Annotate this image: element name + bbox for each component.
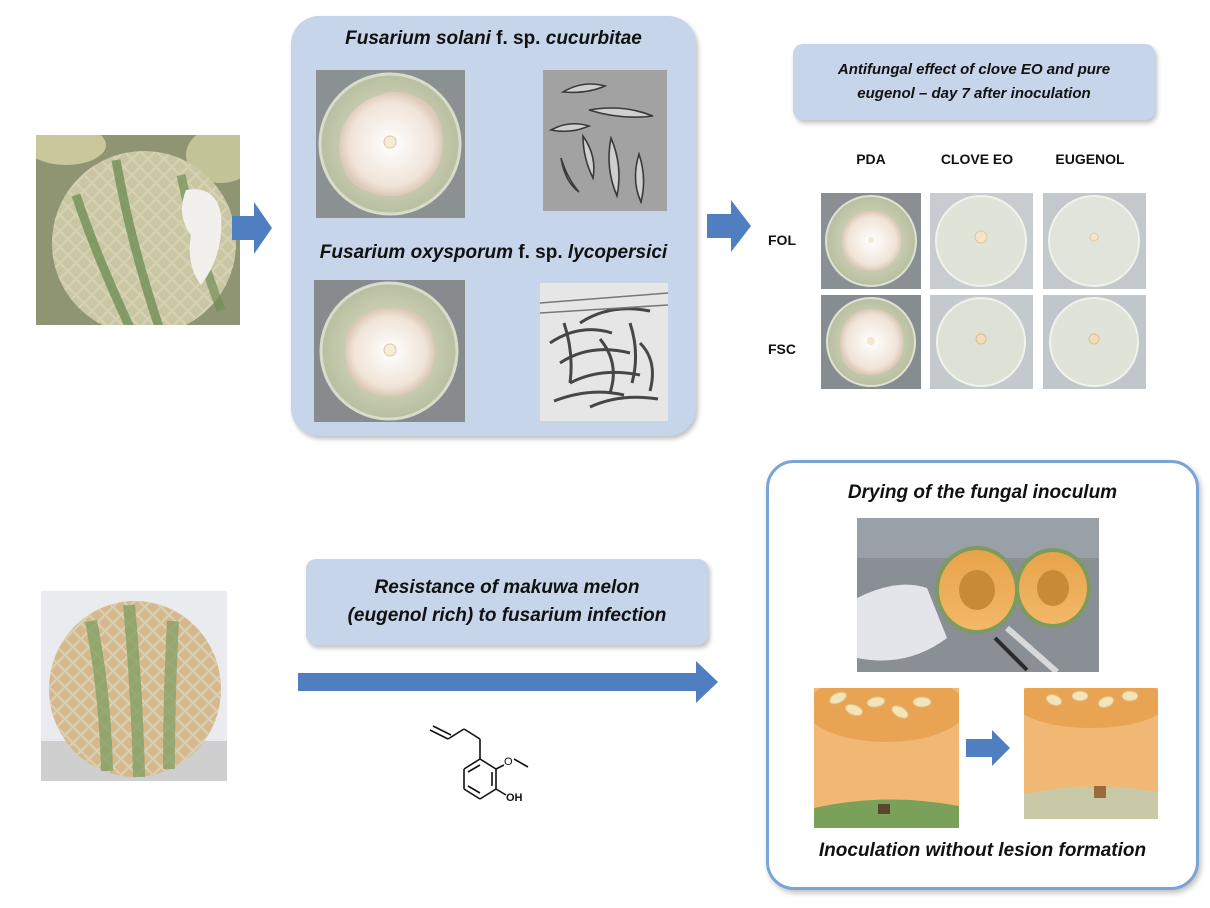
antifungal-effect-label: Antifungal effect of clove EO and pure e… (793, 44, 1155, 120)
arrow-right-icon (232, 202, 272, 254)
eugenol-structure: O (429, 725, 529, 800)
plate-fol-pda (821, 193, 921, 289)
plate-fol-eugenol (1043, 193, 1146, 289)
fsc-conidia-micrograph (543, 70, 667, 211)
plate-fol-clove-eo (930, 193, 1033, 289)
fsc-plate-photo (316, 70, 465, 218)
row-header-fol: FOL (768, 232, 796, 248)
drying-inoculum-caption: Drying of the fungal inoculum (847, 482, 1118, 503)
row-header-fsc: FSC (768, 341, 796, 357)
fusarium-solani-title: Fusarium solani f. sp. cucurbitae (345, 28, 642, 49)
fol-conidia-micrograph (540, 283, 668, 421)
plate-fsc-pda (821, 295, 921, 389)
arrow-right-icon (966, 730, 1010, 766)
plate-fsc-clove-eo (930, 295, 1033, 389)
column-header-clove-eo: CLOVE EO (940, 151, 1014, 167)
svg-text:O: O (504, 756, 513, 768)
melon-halves-photo (857, 518, 1099, 672)
fusarium-oxysporum-title: Fusarium oxysporum f. sp. lycopersici (319, 242, 668, 263)
diseased-melon-photo (36, 135, 240, 325)
column-header-eugenol: EUGENOL (1055, 151, 1125, 167)
column-header-pda: PDA (856, 151, 886, 167)
plate-fsc-eugenol (1043, 295, 1146, 389)
makuwa-melon-photo (41, 591, 227, 781)
inoculation-after-photo (1024, 688, 1158, 819)
fol-plate-photo (314, 280, 465, 422)
inoculation-before-photo (814, 688, 959, 828)
molecule-oh-label: OH (506, 792, 523, 804)
long-arrow-right-icon (298, 661, 718, 703)
inoculation-caption: Inoculation without lesion formation (818, 840, 1147, 861)
arrow-right-icon (707, 200, 751, 252)
resistance-label: Resistance of makuwa melon (eugenol rich… (306, 559, 708, 645)
